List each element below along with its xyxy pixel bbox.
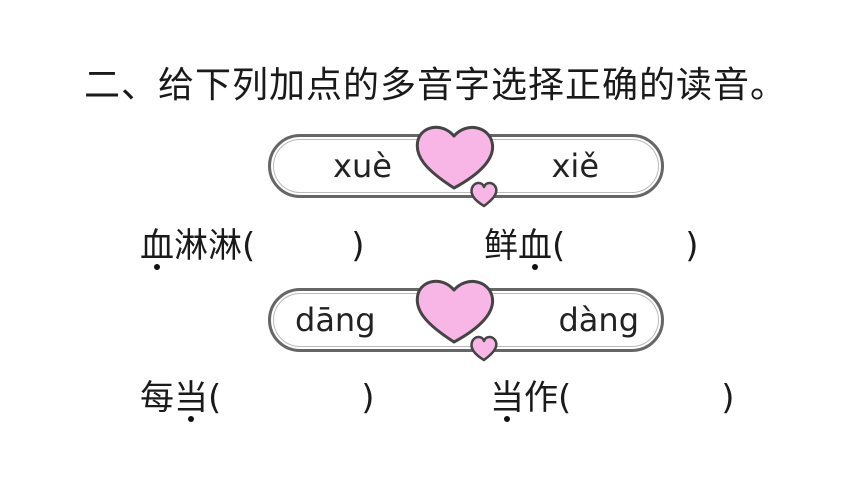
- character: 当: [490, 370, 524, 422]
- big-heart-icon: [415, 279, 495, 344]
- emphasis-dot: [532, 264, 538, 270]
- character: 淋: [174, 226, 208, 266]
- small-heart-icon: [470, 181, 498, 208]
- hearts-decoration: [415, 279, 498, 362]
- small-heart-icon: [470, 335, 498, 362]
- open-paren: (: [558, 378, 572, 418]
- pinyin-option[interactable]: xuè: [333, 147, 392, 185]
- emphasis-dot: [154, 264, 160, 270]
- hearts-decoration: [415, 125, 498, 208]
- open-paren: (: [242, 226, 256, 266]
- close-paren: ): [361, 378, 375, 418]
- open-paren: (: [208, 378, 222, 418]
- question-item: 血淋淋(): [140, 218, 365, 270]
- character: 当: [174, 370, 208, 422]
- pinyin-option[interactable]: xiě: [551, 147, 599, 185]
- close-paren: ): [351, 226, 365, 266]
- character: 血: [140, 218, 174, 270]
- pinyin-option[interactable]: dàng: [558, 301, 639, 339]
- character: 作: [524, 378, 558, 418]
- big-heart-icon: [415, 125, 495, 190]
- open-paren: (: [552, 226, 566, 266]
- question-item: 鲜血(): [484, 218, 699, 270]
- pinyin-option[interactable]: dāng: [295, 301, 376, 339]
- question-item: 当作(): [490, 370, 735, 422]
- character: 血: [518, 218, 552, 270]
- emphasis-dot: [188, 416, 194, 422]
- emphasis-dot: [504, 416, 510, 422]
- character: 每: [140, 378, 174, 418]
- close-paren: ): [685, 226, 699, 266]
- close-paren: ): [721, 378, 735, 418]
- exercise-title: 二、给下列加点的多音字选择正确的读音。: [84, 65, 788, 106]
- character: 鲜: [484, 226, 518, 266]
- character: 淋: [208, 226, 242, 266]
- question-item: 每当(): [140, 370, 375, 422]
